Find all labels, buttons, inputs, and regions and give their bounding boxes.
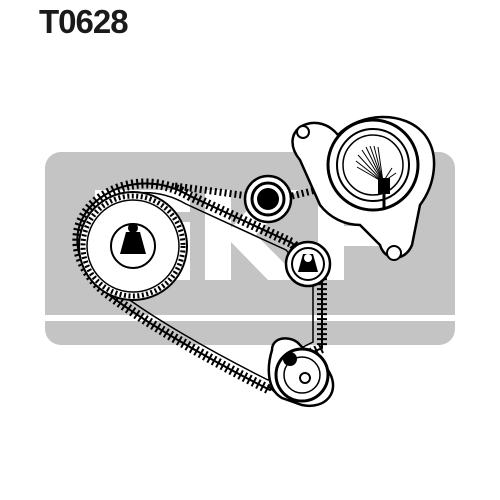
idler-pulley-upper (243, 174, 293, 224)
tensioner-assembly (291, 115, 436, 261)
part-number: T0628 (39, 3, 129, 40)
idler-pulley-middle (284, 240, 332, 288)
crank-hub (120, 232, 146, 254)
water-pump-pulley (267, 337, 335, 408)
crankshaft-sprocket (78, 191, 188, 301)
